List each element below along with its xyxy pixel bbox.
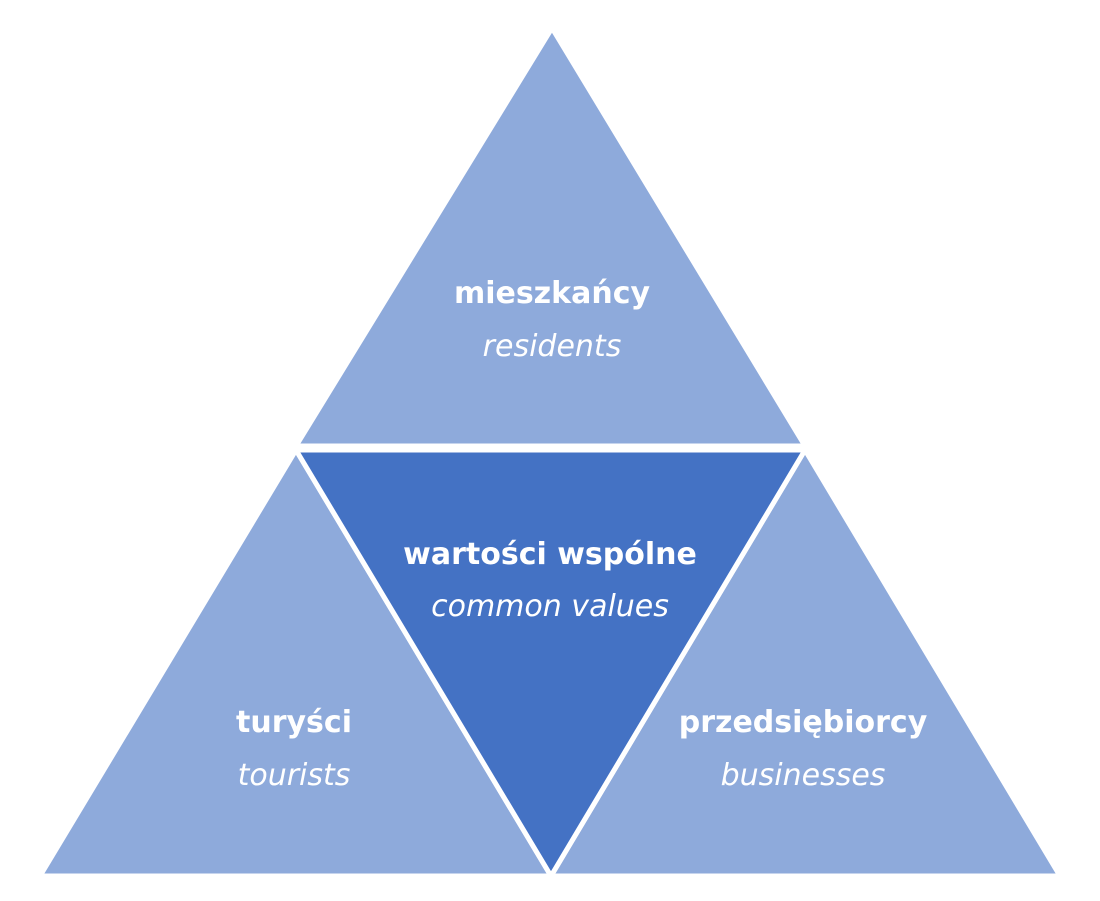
segment-top-residents <box>291 23 810 449</box>
right-sublabel: businesses <box>721 758 886 793</box>
top-label: mieszkańcy <box>454 276 651 311</box>
segment-center-common-values <box>291 447 810 881</box>
left-sublabel: tourists <box>238 758 351 793</box>
left-label: turyści <box>236 705 352 740</box>
center-sublabel: common values <box>431 589 669 624</box>
center-label: wartości wspólne <box>403 537 697 572</box>
top-sublabel: residents <box>483 329 622 364</box>
right-label: przedsiębiorcy <box>679 705 928 740</box>
